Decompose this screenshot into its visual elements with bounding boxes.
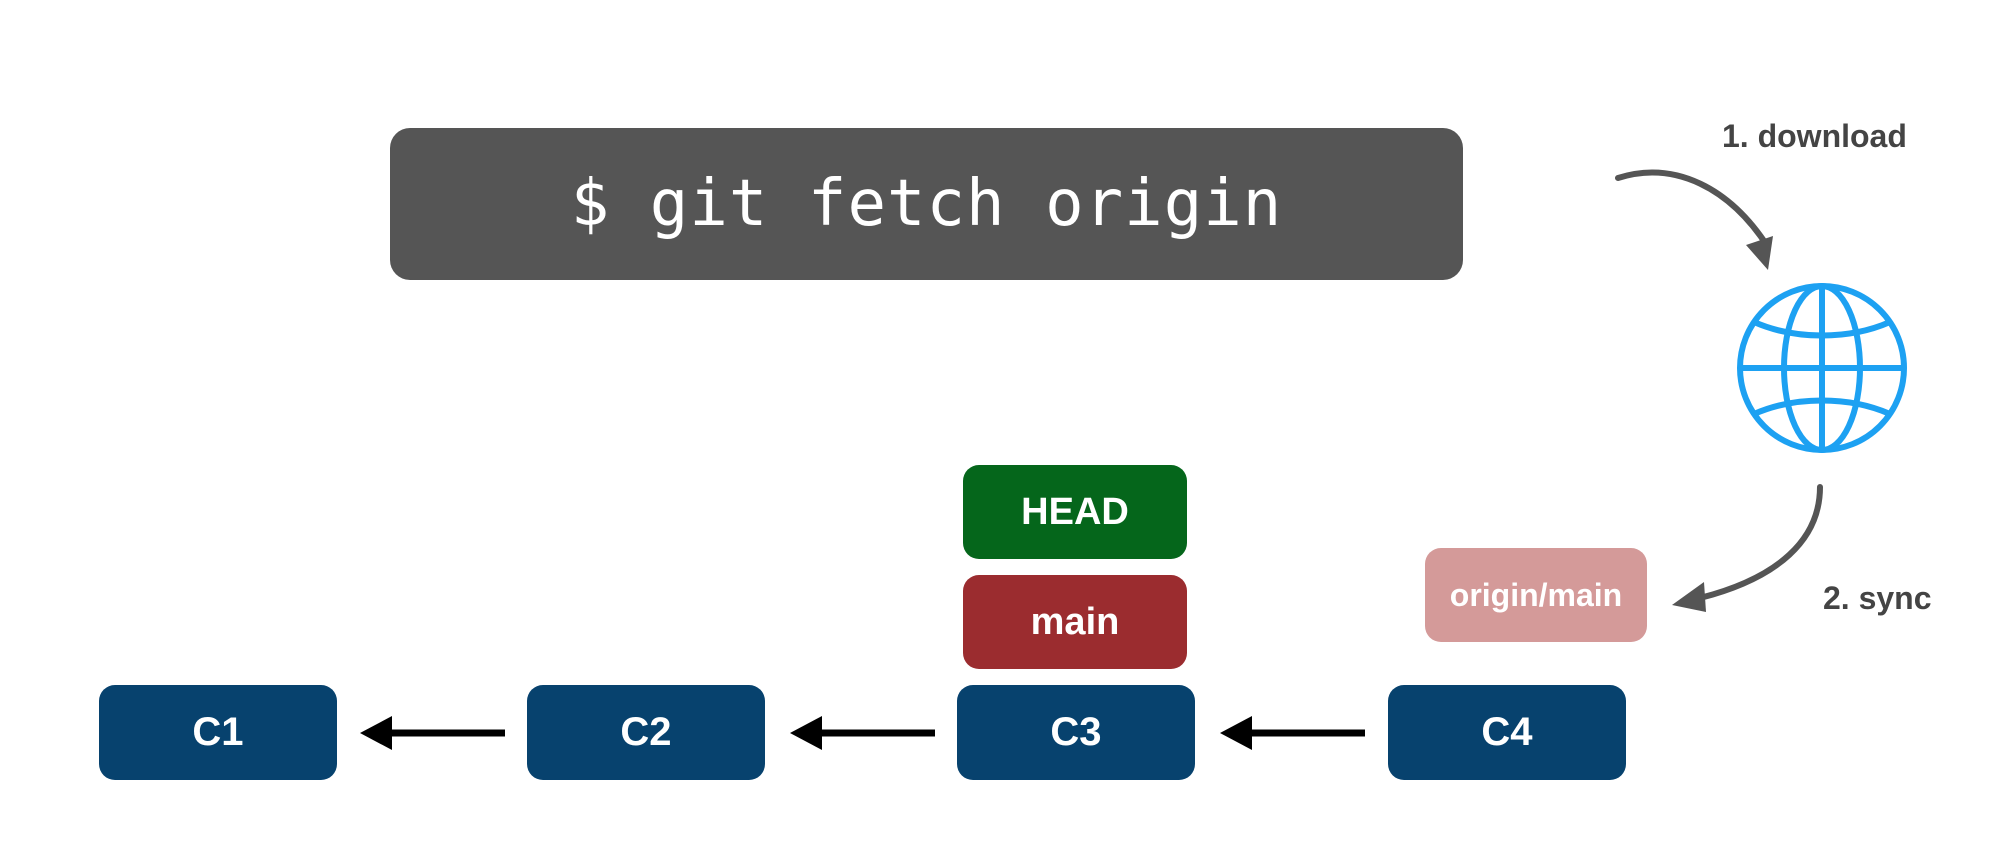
head-ref-badge: HEAD [963,465,1187,559]
sync-arrow [1672,484,1823,612]
commit-arrow-c3-c2 [790,716,935,750]
command-banner: $ git fetch origin [390,128,1463,280]
main-ref-label: main [1030,600,1120,643]
globe-icon [1737,283,1907,453]
commit-c4: C4 [1388,685,1626,780]
commit-c3: C3 [957,685,1195,780]
commit-c4-label: C4 [1481,710,1533,754]
origin-main-ref-badge: origin/main [1425,548,1647,642]
commit-c3-label: C3 [1050,710,1102,754]
download-step-label: 1. download [1722,118,1907,154]
main-ref-badge: main [963,575,1187,669]
commit-c1: C1 [99,685,337,780]
head-ref-label: HEAD [1021,490,1129,533]
commit-c1-label: C1 [192,710,244,754]
commit-c2-label: C2 [620,710,672,754]
command-text: $ git fetch origin [570,167,1283,241]
origin-main-ref-label: origin/main [1449,576,1623,613]
commit-arrow-c4-c3 [1220,716,1365,750]
sync-step-label: 2. sync [1823,580,1932,616]
commit-arrow-c2-c1 [360,716,505,750]
commit-c2: C2 [527,685,765,780]
download-arrow [1615,169,1773,270]
